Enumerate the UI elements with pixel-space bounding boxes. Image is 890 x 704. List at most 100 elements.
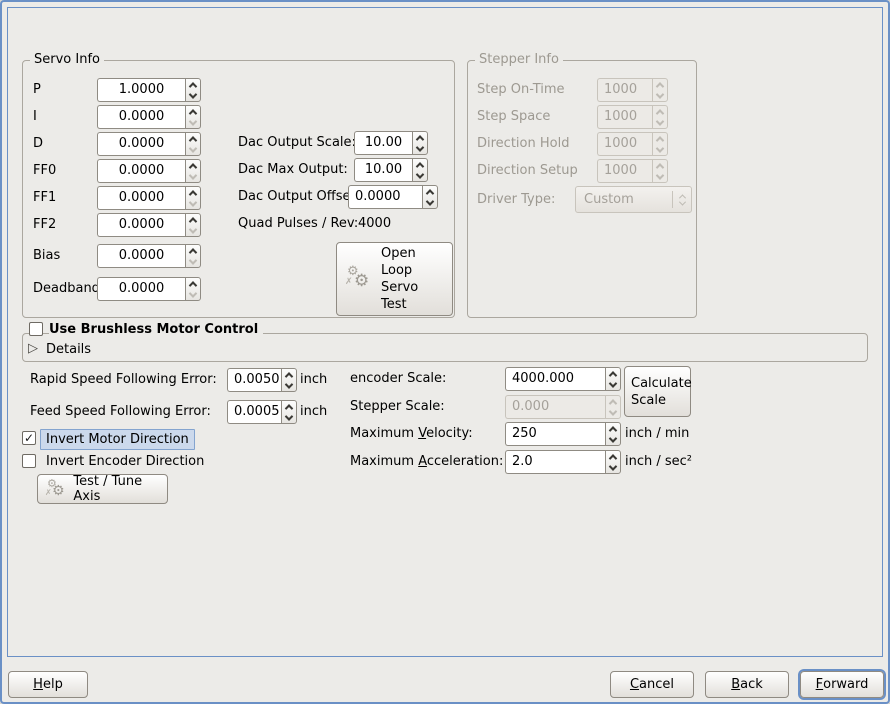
spinner-arrows[interactable] — [605, 450, 621, 474]
spin-up-arrow[interactable] — [606, 368, 620, 380]
spin-down-arrow[interactable] — [606, 433, 620, 445]
dac-output-scale-value[interactable]: 10.00 — [354, 131, 412, 155]
spinner-arrows[interactable] — [185, 132, 201, 156]
calculate-scale-button[interactable]: Calculate Scale — [624, 366, 692, 417]
maximum-velocity-value[interactable]: 250 — [505, 422, 605, 446]
spinner-arrows[interactable] — [185, 105, 201, 129]
deadband-value[interactable]: 0.0000 — [97, 277, 185, 301]
maximum-velocity-spinbox[interactable]: 250 — [505, 422, 621, 446]
encoder-scale-value[interactable]: 4000.000 — [505, 367, 605, 391]
spinner-arrows[interactable] — [185, 186, 201, 210]
spin-up-arrow[interactable] — [186, 245, 200, 257]
spin-up-arrow[interactable] — [186, 278, 200, 290]
spinner-arrows[interactable] — [185, 159, 201, 183]
p-value[interactable]: 1.0000 — [97, 78, 185, 102]
spin-up-arrow[interactable] — [413, 159, 427, 171]
spinner-arrows[interactable] — [281, 400, 297, 424]
p-spinbox[interactable]: 1.0000 — [97, 78, 201, 102]
chevron-down-icon — [188, 224, 198, 234]
dac-max-output-value[interactable]: 10.00 — [354, 158, 412, 182]
invert-encoder-direction-checkbox[interactable] — [22, 454, 36, 468]
spinner-arrows[interactable] — [422, 185, 438, 209]
spin-down-arrow[interactable] — [186, 288, 200, 300]
spin-up-arrow[interactable] — [186, 160, 200, 172]
spin-up-arrow[interactable] — [186, 106, 200, 118]
maximum-acceleration-value[interactable]: 2.0 — [505, 450, 605, 474]
spin-down-arrow[interactable] — [186, 170, 200, 182]
expander-triangle-icon[interactable]: ▷ — [28, 341, 38, 356]
spin-up-arrow[interactable] — [413, 132, 427, 144]
spinner-arrows[interactable] — [185, 277, 201, 301]
spin-up-arrow[interactable] — [282, 401, 296, 413]
spin-down-arrow[interactable] — [186, 89, 200, 101]
feed-following-error-spinbox[interactable]: 0.0005 — [227, 400, 297, 424]
dac-output-offset-spinbox[interactable]: 0.0000 — [348, 185, 438, 209]
rapid-following-error-spinbox[interactable]: 0.0050 — [227, 368, 297, 392]
bias-spinbox[interactable]: 0.0000 — [97, 244, 201, 268]
spin-down-arrow[interactable] — [186, 116, 200, 128]
dac-output-offset-value[interactable]: 0.0000 — [348, 185, 422, 209]
ff0-spinbox[interactable]: 0.0000 — [97, 159, 201, 183]
spin-down-arrow[interactable] — [186, 197, 200, 209]
ff0-value[interactable]: 0.0000 — [97, 159, 185, 183]
open-loop-servo-test-button[interactable]: ⚙ ⚙ ✗ Open Loop Servo Test — [336, 242, 453, 316]
ff2-spinbox[interactable]: 0.0000 — [97, 213, 201, 237]
spinner-arrows[interactable] — [185, 244, 201, 268]
spin-up-arrow[interactable] — [186, 133, 200, 145]
spin-down-arrow[interactable] — [186, 143, 200, 155]
chevron-up-icon — [608, 398, 618, 408]
stepper-scale-value: 0.000 — [505, 395, 605, 419]
invert-encoder-direction-label[interactable]: Invert Encoder Direction — [46, 454, 205, 469]
spinner-arrows[interactable] — [412, 131, 428, 155]
spinner-arrows[interactable] — [605, 367, 621, 391]
spinner-arrows[interactable] — [185, 78, 201, 102]
spin-down-arrow[interactable] — [606, 378, 620, 390]
gears-icon: ⚙ ⚙ ✗ — [45, 477, 65, 499]
dac-max-output-spinbox[interactable]: 10.00 — [354, 158, 428, 182]
d-spinbox[interactable]: 0.0000 — [97, 132, 201, 156]
use-brushless-checkbox[interactable] — [29, 322, 43, 336]
encoder-scale-spinbox[interactable]: 4000.000 — [505, 367, 621, 391]
spin-up-arrow[interactable] — [186, 79, 200, 91]
invert-motor-direction-label[interactable]: Invert Motor Direction — [40, 429, 195, 450]
spin-up-arrow[interactable] — [186, 187, 200, 199]
spin-up-arrow[interactable] — [186, 214, 200, 226]
i-spinbox[interactable]: 0.0000 — [97, 105, 201, 129]
dac-output-scale-spinbox[interactable]: 10.00 — [354, 131, 428, 155]
spin-up-arrow[interactable] — [282, 369, 296, 381]
bias-value[interactable]: 0.0000 — [97, 244, 185, 268]
spin-down-arrow[interactable] — [282, 411, 296, 423]
spin-down-arrow[interactable] — [423, 196, 437, 208]
spin-down-arrow[interactable] — [413, 169, 427, 181]
feed-following-error-value[interactable]: 0.0005 — [227, 400, 281, 424]
spinner-arrows[interactable] — [281, 368, 297, 392]
spin-down-arrow[interactable] — [186, 255, 200, 267]
rapid-following-error-value[interactable]: 0.0050 — [227, 368, 281, 392]
ff1-spinbox[interactable]: 0.0000 — [97, 186, 201, 210]
i-value[interactable]: 0.0000 — [97, 105, 185, 129]
ff2-value[interactable]: 0.0000 — [97, 213, 185, 237]
details-expander-label[interactable]: Details — [46, 342, 92, 357]
chevron-down-icon — [188, 170, 198, 180]
spin-up-arrow[interactable] — [606, 451, 620, 463]
spinner-arrows[interactable] — [185, 213, 201, 237]
spin-up-arrow[interactable] — [423, 186, 437, 198]
spinner-arrows[interactable] — [605, 422, 621, 446]
spin-down-arrow[interactable] — [186, 224, 200, 236]
spin-down-arrow[interactable] — [606, 461, 620, 473]
test-tune-axis-button[interactable]: ⚙ ⚙ ✗ Test / Tune Axis — [37, 474, 168, 504]
spinner-arrows[interactable] — [412, 158, 428, 182]
spin-up-arrow[interactable] — [606, 423, 620, 435]
spin-down-arrow[interactable] — [282, 379, 296, 391]
spin-down-arrow[interactable] — [413, 142, 427, 154]
invert-motor-direction-checkbox[interactable]: ✓ — [22, 431, 36, 445]
deadband-spinbox[interactable]: 0.0000 — [97, 277, 201, 301]
maximum-acceleration-spinbox[interactable]: 2.0 — [505, 450, 621, 474]
chevron-down-icon — [415, 142, 425, 152]
ff1-value[interactable]: 0.0000 — [97, 186, 185, 210]
d-value[interactable]: 0.0000 — [97, 132, 185, 156]
